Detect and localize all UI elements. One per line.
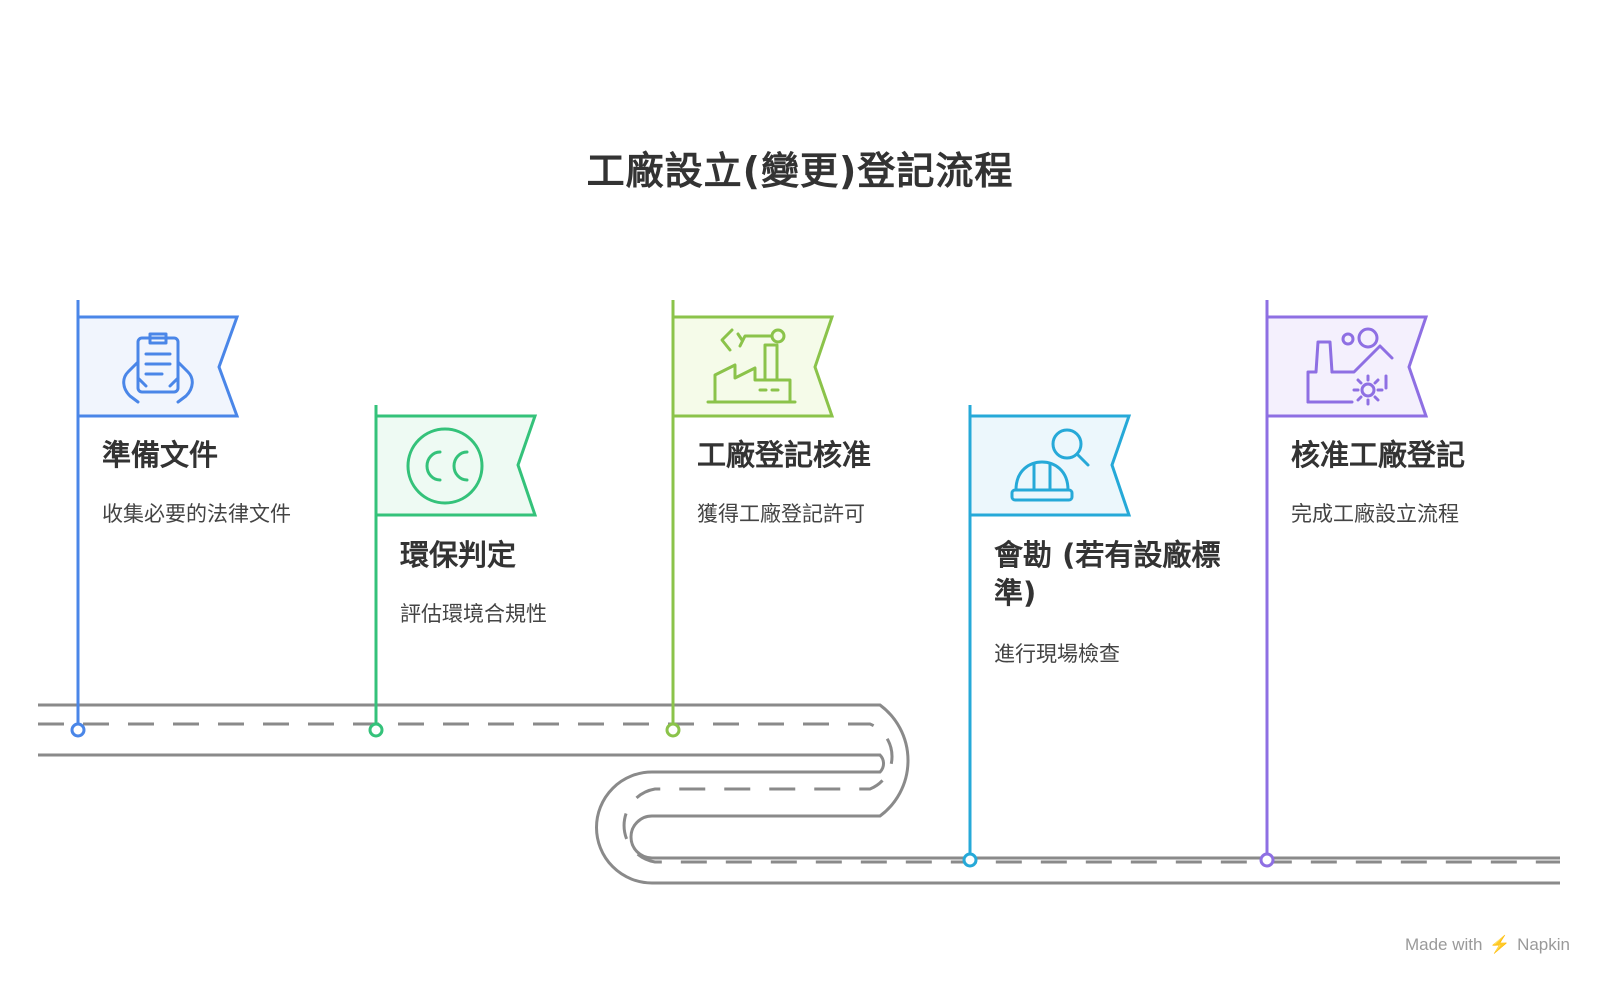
hardhat-magnifier-icon xyxy=(1010,428,1090,502)
step-1-title: 準備文件 xyxy=(102,438,219,472)
factory-robot-arm-icon xyxy=(706,328,797,404)
step-5-title: 核准工廠登記 xyxy=(1291,438,1466,472)
flag-step-4 xyxy=(962,405,1132,868)
flag-step-5 xyxy=(1259,300,1429,868)
milestone-dot xyxy=(368,722,384,738)
step-1-desc: 收集必要的法律文件 xyxy=(102,502,291,526)
step-2-desc: 評估環境合規性 xyxy=(400,602,547,626)
step-3-title: 工廠登記核准 xyxy=(697,438,872,472)
napkin-logo-icon: ⚡ xyxy=(1489,935,1511,954)
made-with-napkin[interactable]: Made with ⚡ Napkin xyxy=(1405,935,1570,955)
milestone-dot xyxy=(1259,852,1275,868)
step-4-title: 會勘 (若有設廠標準) xyxy=(994,538,1221,610)
milestone-dot xyxy=(70,722,86,738)
road-edge-inner xyxy=(38,753,1560,885)
road-center-line xyxy=(38,722,1560,864)
footer-brand: Napkin xyxy=(1517,935,1570,954)
factory-gear-icon xyxy=(1306,327,1394,406)
flag-step-1 xyxy=(70,300,240,738)
step-3-desc: 獲得工廠登記許可 xyxy=(697,502,865,526)
footer-made-with: Made with xyxy=(1404,935,1483,954)
flag-banner xyxy=(671,315,835,418)
flag-banner xyxy=(76,315,240,418)
milestone-dot xyxy=(665,722,681,738)
step-2-title: 環保判定 xyxy=(400,538,517,572)
road-edge-outer xyxy=(38,703,1560,860)
cc-icon xyxy=(406,427,484,505)
step-4-desc: 進行現場檢查 xyxy=(994,642,1120,666)
flag-step-2 xyxy=(368,405,538,738)
step-5-desc: 完成工廠設立流程 xyxy=(1291,502,1459,526)
flag-step-3 xyxy=(665,300,835,738)
milestone-dot xyxy=(962,852,978,868)
document-hands-icon xyxy=(122,332,194,404)
diagram-title: 工廠設立(變更)登記流程 xyxy=(586,149,1014,193)
